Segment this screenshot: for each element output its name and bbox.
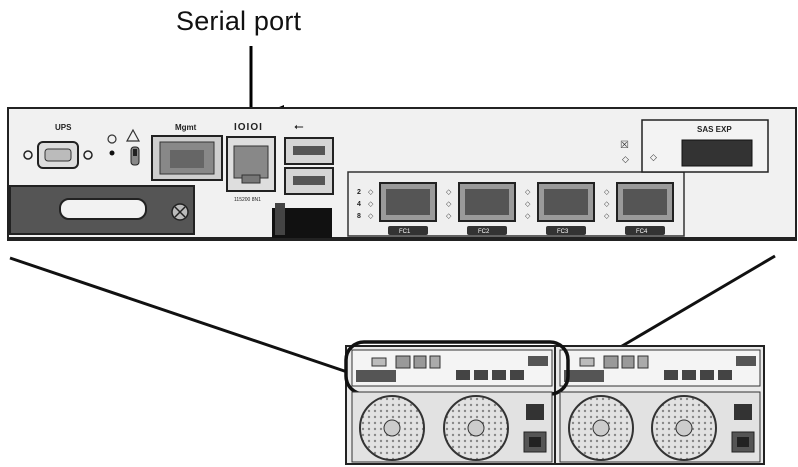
controller-panel-enlarged: UPS Mgmt I xyxy=(7,107,797,241)
mgmt-label: Mgmt xyxy=(175,123,197,132)
fc-port-label: FC1 xyxy=(399,229,411,235)
serial-port: IOIOI 115200 8N1 xyxy=(226,122,276,203)
fc-port-label: FC4 xyxy=(636,229,648,235)
ups-port: UPS xyxy=(23,123,93,169)
svg-text:2: 2 xyxy=(357,189,361,196)
ioioi-label: IOIOI xyxy=(234,122,263,133)
usb-icon: ⭠ xyxy=(294,119,304,133)
fc-port-group: 2 4 8 FC1 ◇ ◇ ◇ FC2 ◇ ◇ ◇ FC3 ◇ ◇ ◇ FC4 ◇ ◇ ◇ xyxy=(347,171,685,237)
svg-text:◇: ◇ xyxy=(446,201,452,208)
fc-port-label: FC2 xyxy=(478,229,490,235)
reset-icon xyxy=(107,134,117,144)
svg-text:8: 8 xyxy=(357,213,361,220)
fc-port-label: FC3 xyxy=(557,229,569,235)
fc-port-3: FC3 ◇ ◇ ◇ xyxy=(525,182,595,235)
zoom-line-left xyxy=(9,256,369,381)
sas-exp-port: ☒ ◇ SAS EXP ◇ xyxy=(620,119,769,173)
fc-port-4: FC4 ◇ ◇ ◇ xyxy=(604,182,674,235)
ups-screw-left xyxy=(23,150,33,160)
svg-text:◇: ◇ xyxy=(368,201,374,208)
svg-text:◇: ◇ xyxy=(525,189,531,196)
power-supply-left xyxy=(351,391,553,463)
svg-text:◇: ◇ xyxy=(446,189,452,196)
serial-port-callout-label: Serial port xyxy=(176,6,302,36)
fc-port-2: FC2 ◇ ◇ ◇ xyxy=(446,182,516,235)
mgmt-port: Mgmt xyxy=(151,123,223,181)
svg-text:◇: ◇ xyxy=(446,213,452,220)
power-supply-right xyxy=(559,391,761,463)
sas-exp-label: SAS EXP xyxy=(697,125,732,134)
ups-screw-right xyxy=(83,150,93,160)
svg-text:◇: ◇ xyxy=(368,213,374,220)
svg-text:◇: ◇ xyxy=(368,189,374,196)
sas-led-icon: ☒ xyxy=(620,140,629,151)
svg-text:◇: ◇ xyxy=(622,154,629,164)
svg-text:◇: ◇ xyxy=(604,189,610,196)
svg-text:◇: ◇ xyxy=(525,201,531,208)
svg-text:◇: ◇ xyxy=(604,213,610,220)
svg-text:◇: ◇ xyxy=(604,201,610,208)
svg-text:◇: ◇ xyxy=(650,152,657,162)
reset-button xyxy=(109,150,115,156)
ups-label: UPS xyxy=(55,123,72,132)
warning-icon xyxy=(125,128,141,142)
fc-port-1: FC1 ◇ ◇ ◇ xyxy=(368,182,437,235)
baud-label: 115200 8N1 xyxy=(234,197,261,203)
svg-text:4: 4 xyxy=(357,201,361,208)
chassis-rear-view xyxy=(344,340,765,465)
usb-ports: ⭠ xyxy=(284,119,334,195)
svg-text:◇: ◇ xyxy=(525,213,531,220)
latch-handle xyxy=(9,185,195,235)
status-icons xyxy=(107,128,141,166)
